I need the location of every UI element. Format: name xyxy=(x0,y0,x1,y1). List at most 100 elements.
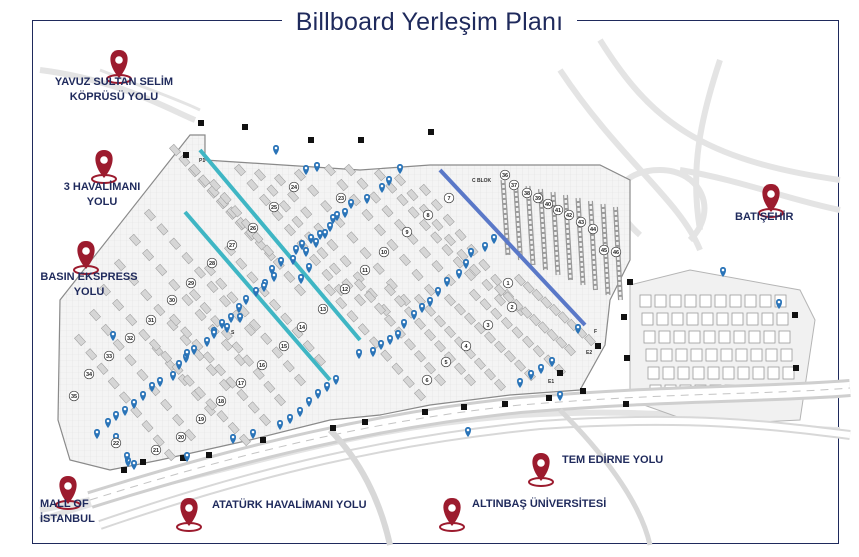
highlight-lines xyxy=(183,148,587,382)
label-altinbas-line1: ALTINBAŞ ÜNİVERSİTESİ xyxy=(472,498,607,510)
block-number-label: 30 xyxy=(169,298,175,304)
block-number-label: 28 xyxy=(209,261,215,267)
block-number-36: 36 xyxy=(499,169,511,181)
page-title: Billboard Yerleşim Planı xyxy=(281,7,578,37)
block-number-44: 44 xyxy=(587,223,599,235)
block-number-8: 8 xyxy=(422,209,434,221)
block-number-label: 29 xyxy=(188,281,194,287)
block-number-label: 8 xyxy=(426,213,429,219)
block-number-label: 18 xyxy=(218,399,224,405)
block-number-9: 9 xyxy=(401,226,413,238)
block-number-15: 15 xyxy=(278,340,290,352)
highway xyxy=(87,379,851,546)
label-basin: BASIN EKSPRESS YOLU xyxy=(34,270,144,300)
label-batisehir: BATIŞEHİR xyxy=(735,210,815,225)
location-marker-icon xyxy=(106,50,132,84)
block-number-46: 46 xyxy=(610,246,622,258)
block-number-label: 12 xyxy=(342,287,348,293)
block-number-label: 19 xyxy=(198,417,204,423)
block-number-label: 46 xyxy=(613,250,619,256)
block-number-22: 22 xyxy=(110,437,122,449)
block-number-16: 16 xyxy=(256,359,268,371)
block-number-label: 17 xyxy=(238,381,244,387)
block-number-label: 20 xyxy=(178,435,184,441)
label-basin-line2: YOLU xyxy=(73,286,105,298)
location-marker-icon xyxy=(73,241,99,275)
block-number-20: 20 xyxy=(175,431,187,443)
block-number-31: 31 xyxy=(145,314,157,326)
block-number-39: 39 xyxy=(532,192,544,204)
label-ataturk: ATATÜRK HAVALİMANI YOLU xyxy=(212,498,372,513)
block-number-11: 11 xyxy=(359,264,371,276)
block-number-1: 1 xyxy=(502,277,514,289)
block-number-label: 37 xyxy=(511,183,517,189)
label-tem-line1: TEM EDİRNE YOLU xyxy=(562,454,664,466)
block-number-37: 37 xyxy=(508,179,520,191)
block-number-38: 38 xyxy=(521,187,533,199)
location-marker-icon xyxy=(528,453,554,487)
block-number-label: 26 xyxy=(250,226,256,232)
block-number-label: 15 xyxy=(281,344,287,350)
block-number-label: 9 xyxy=(405,230,408,236)
label-havalimani3: 3 HAVALİMANI YOLU xyxy=(52,180,152,210)
block-number-label: 36 xyxy=(502,173,508,179)
location-marker-icon xyxy=(55,476,81,510)
block-number-label: 45 xyxy=(601,248,607,254)
block-number-27: 27 xyxy=(226,239,238,251)
block-number-24: 24 xyxy=(288,181,300,193)
block-number-41: 41 xyxy=(552,204,564,216)
block-number-33: 33 xyxy=(103,350,115,362)
code-e2: E2 xyxy=(586,350,592,356)
block-number-label: 31 xyxy=(148,318,154,324)
block-number-5: 5 xyxy=(440,356,452,368)
block-number-label: 13 xyxy=(320,307,326,313)
code-p1: P1 xyxy=(199,158,205,164)
block-number-label: 10 xyxy=(381,250,387,256)
location-markers xyxy=(55,50,784,532)
block-number-32: 32 xyxy=(124,332,136,344)
block-number-label: 7 xyxy=(447,196,450,202)
label-yavuz-line1: YAVUZ SULTAN SELİM xyxy=(54,76,174,88)
label-ataturk-line1: ATATÜRK HAVALİMANI YOLU xyxy=(212,499,367,511)
block-number-label: 23 xyxy=(338,196,344,202)
blue-line-east xyxy=(438,168,587,327)
block-number-30: 30 xyxy=(166,294,178,306)
block-number-label: 24 xyxy=(291,185,298,191)
location-marker-icon xyxy=(91,150,117,184)
label-mall: MALL OF İSTANBUL xyxy=(32,497,120,527)
block-number-18: 18 xyxy=(215,395,227,407)
block-number-7: 7 xyxy=(443,192,455,204)
block-number-label: 14 xyxy=(299,325,306,331)
block-number-40: 40 xyxy=(542,198,554,210)
block-number-29: 29 xyxy=(185,277,197,289)
block-number-label: 3 xyxy=(486,323,489,329)
block-number-label: 38 xyxy=(524,191,530,197)
title-bar: Billboard Yerleşim Planı xyxy=(0,4,859,40)
location-marker-icon xyxy=(176,498,202,532)
block-number-14: 14 xyxy=(296,321,308,333)
block-number-17: 17 xyxy=(235,377,247,389)
block-number-3: 3 xyxy=(482,319,494,331)
block-number-label: 41 xyxy=(555,208,561,214)
block-number-21: 21 xyxy=(150,444,162,456)
label-havalimani3-line1: 3 HAVALİMANI xyxy=(63,181,141,193)
location-marker-icon xyxy=(758,184,784,218)
block-number-6: 6 xyxy=(421,374,433,386)
block-number-label: 16 xyxy=(259,363,265,369)
block-number-42: 42 xyxy=(563,209,575,221)
block-number-label: 34 xyxy=(86,372,93,378)
block-number-label: 4 xyxy=(464,344,468,350)
teal-line-north xyxy=(198,148,362,342)
block-number-label: 35 xyxy=(71,394,77,400)
block-number-35: 35 xyxy=(68,390,80,402)
code-labels: P1 C BLOK E1 E2 F S xyxy=(199,158,597,385)
block-number-43: 43 xyxy=(575,216,587,228)
block-number-34: 34 xyxy=(83,368,95,380)
label-yavuz: YAVUZ SULTAN SELİM KÖPRÜSÜ YOLU xyxy=(54,75,174,105)
block-number-label: 1 xyxy=(506,281,509,287)
code-c-blok: C BLOK xyxy=(472,178,492,184)
block-number-13: 13 xyxy=(317,303,329,315)
code-s: S xyxy=(231,330,235,336)
block-number-label: 33 xyxy=(106,354,112,360)
